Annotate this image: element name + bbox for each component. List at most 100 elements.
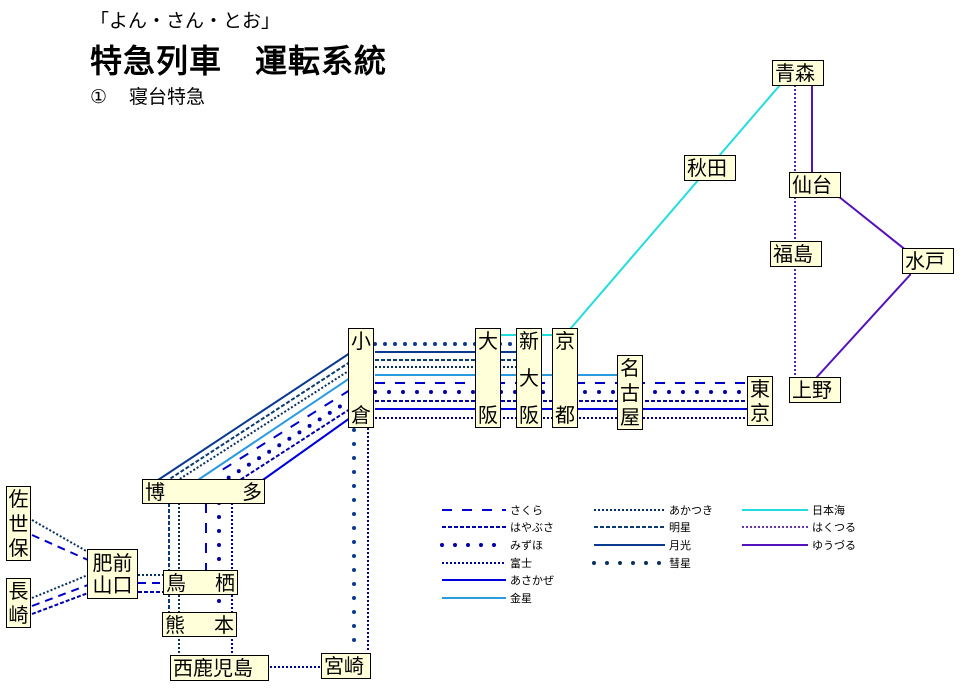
station-char: 阪	[519, 403, 539, 427]
legend-label: 彗星	[669, 557, 691, 570]
legend-swatch	[594, 526, 665, 528]
station-miyazaki: 宮崎	[321, 653, 371, 679]
station-label: 水戸	[905, 249, 945, 273]
station-label: 福島	[773, 242, 813, 266]
section-number: ①	[90, 86, 108, 108]
station-char: 佐	[8, 487, 29, 511]
station-char: 大	[478, 329, 498, 353]
legend-item: ゆうづる	[740, 537, 856, 553]
route-sakura-nagasaki	[31, 584, 89, 607]
station-char: 多	[242, 479, 262, 504]
legend-label: 金星	[510, 592, 532, 605]
station-char: 東	[750, 377, 770, 401]
legend-item: はくつる	[740, 519, 856, 535]
route-hayabusa-nagasaki	[31, 592, 89, 615]
station-nagasaki: 長崎	[6, 578, 31, 628]
legend-swatch	[442, 526, 506, 528]
station-ueno: 上野	[789, 377, 841, 403]
legend-item: あさかぜ	[440, 572, 554, 588]
station-char: 栖	[215, 570, 235, 595]
kyushu-diagonal-bundle	[154, 352, 352, 483]
legend-item: 富士	[440, 555, 532, 571]
station-kokura: 小倉	[348, 328, 374, 428]
legend-label: 日本海	[812, 504, 845, 517]
station-fukushima: 福島	[770, 241, 822, 267]
legend-swatch	[742, 509, 808, 511]
station-char: 屋	[620, 405, 640, 429]
legend-swatch	[442, 579, 506, 581]
legend-label: はくつる	[812, 521, 856, 534]
legend-item: あかつき	[592, 502, 713, 518]
station-char: 新	[519, 329, 539, 353]
station-sasebo: 佐世保	[6, 486, 31, 561]
station-aomori: 青森	[772, 60, 824, 86]
legend-label: はやぶさ	[510, 521, 554, 534]
station-sendai: 仙台	[789, 172, 841, 198]
station-kumamoto: 熊本	[162, 612, 237, 637]
diagram-subtitle: 「よん・さん・とお」	[90, 10, 281, 32]
legend-swatch	[442, 562, 506, 564]
legend-item: 日本海	[740, 502, 845, 518]
station-char: 京	[750, 401, 770, 425]
station-label: 秋田	[687, 156, 727, 180]
station-char: 長	[8, 579, 29, 603]
station-char: 世	[8, 511, 29, 536]
legend-item: みずほ	[440, 537, 543, 553]
legend-item: 金星	[440, 590, 532, 606]
station-char: 保	[8, 536, 29, 560]
station-char: 小	[351, 329, 371, 353]
station-label: 上野	[792, 378, 832, 402]
section-label: 寝台特急	[129, 86, 206, 108]
station-char: 鳥	[166, 570, 186, 595]
station-char: 都	[555, 403, 575, 427]
legend-label: 月光	[669, 539, 691, 552]
legend-label: さくら	[510, 504, 543, 517]
legend-item: 月光	[592, 537, 691, 553]
station-char: 倉	[351, 403, 371, 427]
station-char: 崎	[8, 603, 29, 627]
legend-label: 富士	[510, 557, 532, 570]
diagram-title: 特急列車 運転系統	[90, 42, 388, 80]
station-char: 名	[620, 356, 640, 380]
station-char: 博	[145, 479, 165, 504]
legend-swatch	[742, 544, 808, 546]
legend-item: はやぶさ	[440, 519, 554, 535]
legend-swatch	[440, 543, 508, 547]
legend-label: ゆうづる	[812, 539, 856, 552]
legend-swatch	[442, 509, 506, 511]
route-nihonkai	[490, 84, 781, 336]
station-mito: 水戸	[902, 248, 954, 274]
legend-label: あかつき	[669, 504, 713, 517]
legend-swatch	[594, 509, 665, 511]
legend-label: 明星	[669, 521, 691, 534]
route-akatsuki-sasebo	[31, 519, 89, 553]
station-char: 京	[555, 329, 575, 353]
station-nagoya: 名古屋	[617, 355, 643, 430]
station-kyoto: 京都	[552, 328, 578, 428]
legend-swatch	[742, 526, 808, 528]
legend-item: 明星	[592, 519, 691, 535]
station-label: 宮崎	[324, 654, 364, 678]
legend-swatch	[592, 561, 667, 565]
station-osaka: 大阪	[475, 328, 501, 428]
station-hizen-yamaguchi: 肥前山口	[87, 549, 138, 599]
station-shin-osaka: 新大阪	[516, 328, 542, 428]
station-char: 山口	[92, 573, 133, 597]
station-char: 阪	[478, 403, 498, 427]
legend-label: みずほ	[510, 539, 543, 552]
station-akita: 秋田	[684, 155, 736, 181]
station-hakata: 博多	[142, 479, 265, 504]
station-tosu: 鳥栖	[163, 570, 238, 595]
route-yuzuru	[811, 85, 914, 379]
section-heading: ① 寝台特急	[90, 82, 205, 109]
station-char: 熊	[165, 612, 185, 637]
route-sakura-sasebo	[31, 534, 89, 561]
station-nishikagoshima: 西鹿児島	[170, 655, 269, 681]
station-label: 西鹿児島	[173, 656, 253, 680]
station-tokyo: 東京	[747, 376, 773, 426]
legend-swatch	[594, 544, 665, 546]
station-char: 古	[620, 380, 640, 405]
legend-label: あさかぜ	[510, 574, 554, 587]
station-label: 仙台	[792, 173, 832, 197]
legend-item: さくら	[440, 502, 543, 518]
